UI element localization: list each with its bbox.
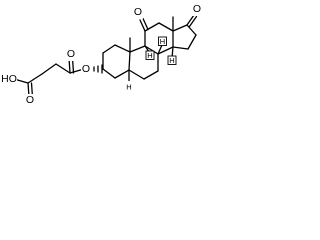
stereo-hydrogen-labels: H H H H bbox=[124, 36, 177, 92]
structure-drawing: HO O O O O O H H H H bbox=[1, 3, 202, 107]
atom-labels: HO O O O O O bbox=[1, 3, 202, 107]
molecule-structure: HO O O O O O H H H H bbox=[0, 0, 232, 116]
c17-ketone-oxygen-label: O bbox=[193, 3, 201, 15]
hydroxyl-label: HO bbox=[1, 73, 17, 85]
c11-ketone-oxygen-label: O bbox=[134, 6, 142, 18]
ester-carbonyl-oxygen-label: O bbox=[67, 48, 75, 60]
hashed-wedge-bond bbox=[89, 64, 103, 74]
c8-hydrogen-label: H bbox=[160, 37, 165, 46]
ester-bridge-oxygen-label: O bbox=[82, 63, 90, 75]
bonds bbox=[13, 14, 198, 98]
c5-hydrogen-label: H bbox=[126, 83, 131, 92]
acid-carbonyl-oxygen-label: O bbox=[26, 94, 34, 106]
c9-hydrogen-label: H bbox=[147, 51, 152, 60]
c14-hydrogen-label: H bbox=[169, 56, 174, 65]
